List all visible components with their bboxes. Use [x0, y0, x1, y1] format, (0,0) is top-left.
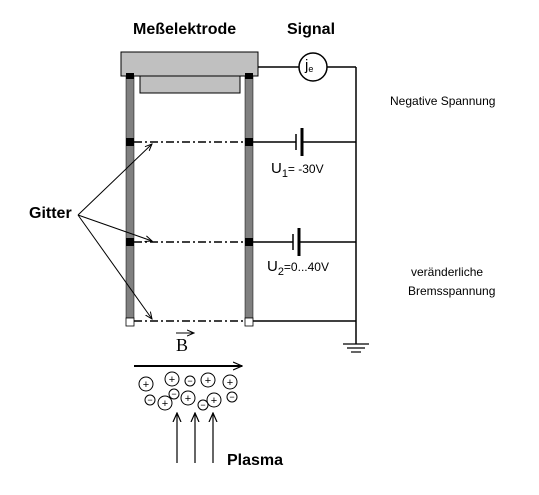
gitter-arrow-2 — [77, 214, 152, 241]
gitter-arrow-3 — [77, 214, 152, 319]
left-rail — [125, 75, 135, 319]
positive-ion: + — [222, 374, 238, 390]
grid2-right-connector — [245, 238, 253, 246]
svg-text:+: + — [205, 375, 211, 387]
electrode-holder — [139, 75, 241, 94]
grid1-left-connector — [126, 138, 134, 146]
ground-icon — [343, 343, 369, 353]
svg-text:+: + — [169, 374, 175, 386]
plasma-particles: + + − + + − − + + − + − — [138, 371, 238, 411]
grid2-left-connector — [126, 238, 134, 246]
meter-label: je — [305, 57, 314, 74]
b-field-label: B — [176, 335, 189, 355]
grid1-right-connector — [245, 138, 253, 146]
svg-text:−: − — [171, 389, 176, 399]
negative-voltage-label: Negative Spannung — [390, 94, 496, 108]
plasma-label: Plasma — [227, 452, 284, 469]
positive-ion: + — [206, 392, 222, 408]
svg-text:−: − — [229, 392, 234, 402]
negative-ion: − — [197, 399, 209, 411]
u1-value: = -30V — [287, 162, 324, 176]
positive-ion: + — [200, 372, 216, 388]
signal-title: Signal — [287, 21, 336, 38]
svg-text:+: + — [185, 393, 191, 405]
right-rail-foot — [244, 317, 254, 327]
svg-text:−: − — [147, 395, 152, 405]
variable-label-line1: veränderliche — [411, 265, 484, 279]
variable-label-line2: Bremsspannung — [408, 284, 496, 298]
negative-ion: − — [144, 394, 156, 406]
positive-ion: + — [138, 376, 154, 392]
positive-ion: + — [164, 371, 180, 387]
positive-ion: + — [157, 395, 173, 411]
left-rail-foot — [125, 317, 135, 327]
svg-text:+: + — [211, 395, 217, 407]
meter-subscript: e — [308, 64, 314, 74]
u2-index: 2 — [277, 266, 284, 278]
svg-text:−: − — [187, 376, 192, 386]
negative-ion: − — [168, 388, 180, 400]
svg-text:−: − — [200, 400, 205, 410]
meter-symbol: j — [305, 57, 309, 74]
svg-text:+: + — [227, 377, 233, 389]
left-rail-cap — [126, 73, 134, 79]
u2-value: =0...40V — [283, 260, 329, 274]
svg-text:+: + — [162, 398, 168, 410]
u1-index: 1 — [281, 168, 288, 180]
negative-ion: − — [226, 391, 238, 403]
electrode-plate — [120, 51, 259, 77]
svg-text:+: + — [143, 379, 149, 391]
gitter-arrow-1 — [77, 144, 152, 216]
positive-ion: + — [180, 390, 196, 406]
electrode-title: Meßelektrode — [133, 21, 237, 38]
u1-label: U1= -30V — [271, 160, 324, 179]
u2-label: U2=0...40V — [267, 258, 329, 277]
grids-label: Gitter — [29, 205, 72, 222]
right-rail-cap — [245, 73, 253, 79]
right-rail — [244, 75, 254, 319]
u2-letter: U — [267, 258, 278, 275]
negative-ion: − — [184, 375, 196, 387]
u1-letter: U — [271, 160, 282, 177]
